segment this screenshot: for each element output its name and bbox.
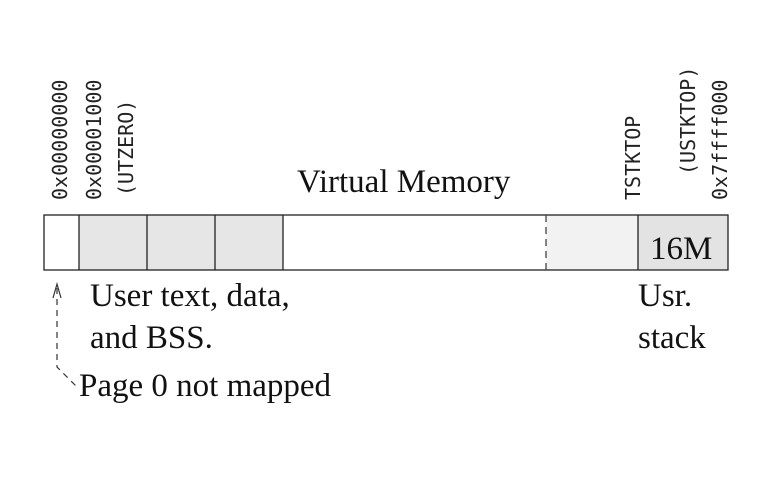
segment-user-bss xyxy=(215,215,283,270)
user-stack-label: Usr. xyxy=(638,278,692,314)
page0-arrow-head xyxy=(52,281,62,299)
address-label-top: 0x7ffff000 xyxy=(708,80,732,200)
address-label-utzero-name: (UTZERO) xyxy=(114,100,138,196)
page0-pointer xyxy=(52,281,77,387)
address-label-zero: 0x00000000 xyxy=(48,80,72,200)
address-label-tstktop: TSTKTOP xyxy=(621,116,645,200)
memory-bar: 16M xyxy=(43,214,729,271)
memory-bar-outline xyxy=(43,214,729,271)
stack-size-label: 16M xyxy=(650,231,712,267)
segment-user-data xyxy=(147,215,215,270)
page0-arrow-shaft xyxy=(56,288,77,387)
segment-free xyxy=(283,215,546,270)
segment-user-stack xyxy=(638,215,728,270)
user-segments-label: User text, data, xyxy=(90,278,290,314)
diagram-title: Virtual Memory xyxy=(297,164,511,200)
address-label-utzero: 0x00001000 xyxy=(82,80,106,200)
page0-label: Page 0 not mapped xyxy=(79,368,332,404)
address-label-ustktop: (USTKTOP) xyxy=(676,67,700,175)
user-segments-label-2: and BSS. xyxy=(90,320,213,356)
segment-page0 xyxy=(44,215,79,270)
segment-user-text xyxy=(79,215,147,270)
user-stack-label-2: stack xyxy=(638,320,706,356)
segment-temp-stack xyxy=(546,215,638,270)
